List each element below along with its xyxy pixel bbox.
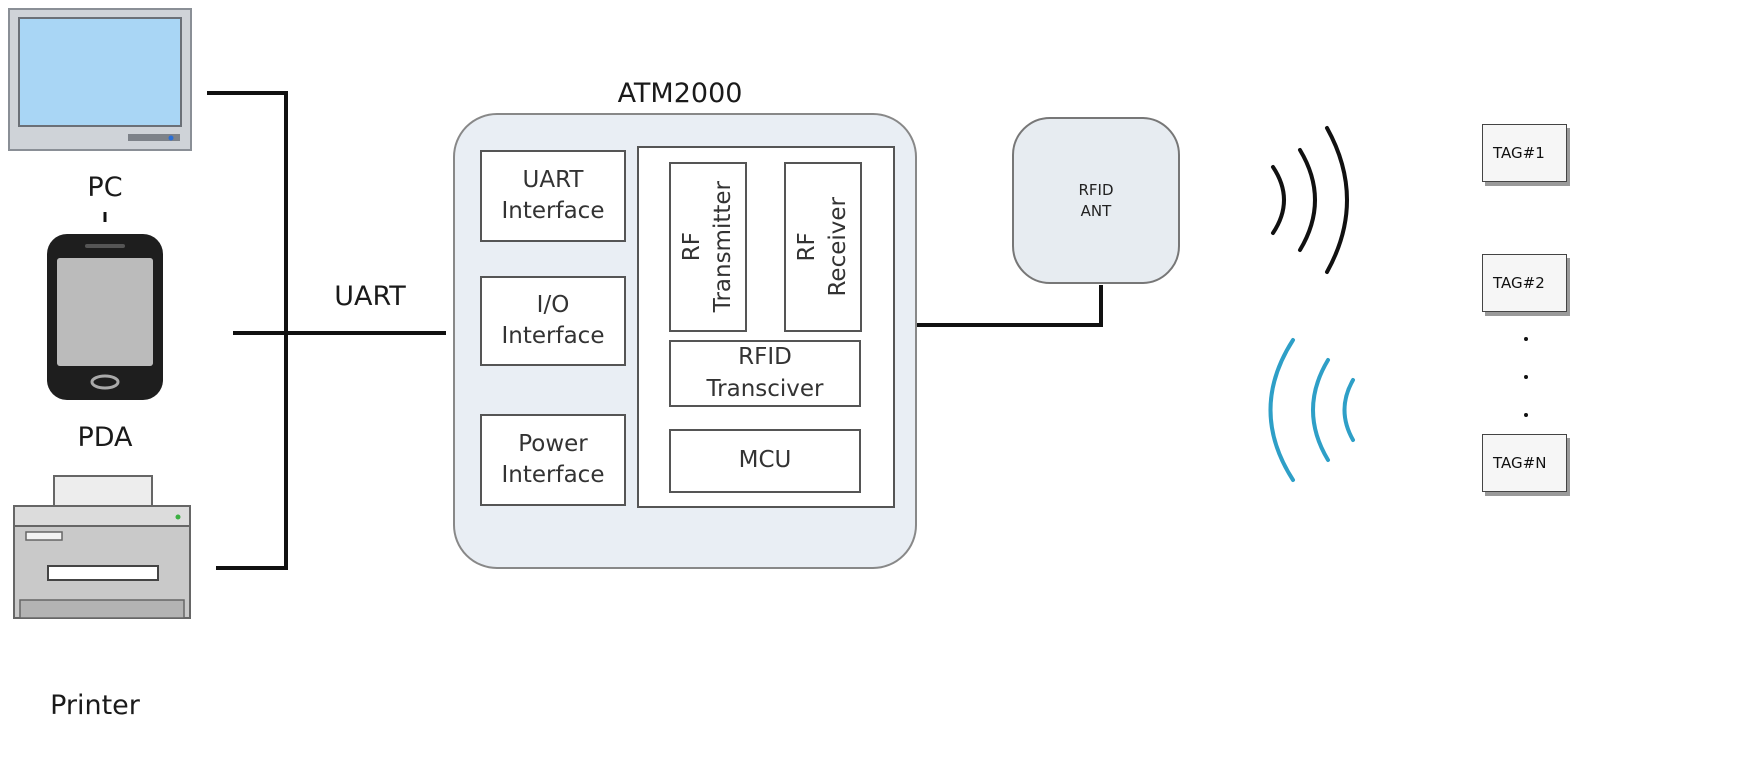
rfid-transceiver-text: RFID Transciver: [706, 344, 824, 402]
uart-bus-label: UART: [334, 281, 406, 312]
power-interface-block: Power Interface: [480, 414, 626, 506]
io-interface-block: I/O Interface: [480, 276, 626, 366]
printer-label: Printer: [50, 690, 140, 721]
pda-icon: [47, 234, 163, 400]
tag-1: TAG#1: [1482, 124, 1567, 182]
rfid-antenna-text: RFID ANT: [1078, 180, 1114, 220]
io-interface-text: I/O Interface: [501, 291, 605, 349]
pc-label: PC: [87, 172, 123, 203]
module-title: ATM2000: [617, 78, 743, 109]
ellipsis-dot: [1524, 375, 1528, 379]
rf-transmitter-block: RF Transmitter: [669, 162, 747, 332]
mcu-block: MCU: [669, 429, 861, 493]
rf-receiver-text: RF Receiver: [793, 197, 851, 297]
device-bus-line: [207, 91, 288, 570]
ellipsis-dot: [1524, 337, 1528, 341]
rfid-transceiver-block: RFID Transciver: [669, 340, 861, 407]
tag-2-text: TAG#2: [1493, 274, 1545, 292]
tag-n-text: TAG#N: [1493, 454, 1547, 472]
power-interface-text: Power Interface: [501, 430, 605, 488]
antenna-feed-line: [917, 285, 1103, 327]
tag-n: TAG#N: [1482, 434, 1567, 492]
ellipsis-dot: [1524, 413, 1528, 417]
printer-icon: [13, 475, 191, 619]
rf-receiver-block: RF Receiver: [784, 162, 862, 332]
transmit-wave-icon: [1271, 126, 1349, 274]
uart-interface-text: UART Interface: [501, 166, 605, 224]
uart-interface-block: UART Interface: [480, 150, 626, 242]
rfid-antenna: RFID ANT: [1012, 117, 1180, 284]
mcu-text: MCU: [738, 447, 792, 474]
tag-1-text: TAG#1: [1493, 144, 1545, 162]
rf-transmitter-text: RF Transmitter: [678, 181, 736, 313]
tag-2: TAG#2: [1482, 254, 1567, 312]
monitor-icon: [8, 8, 192, 151]
receive-wave-icon: [1268, 338, 1355, 482]
pda-label: PDA: [77, 422, 133, 453]
